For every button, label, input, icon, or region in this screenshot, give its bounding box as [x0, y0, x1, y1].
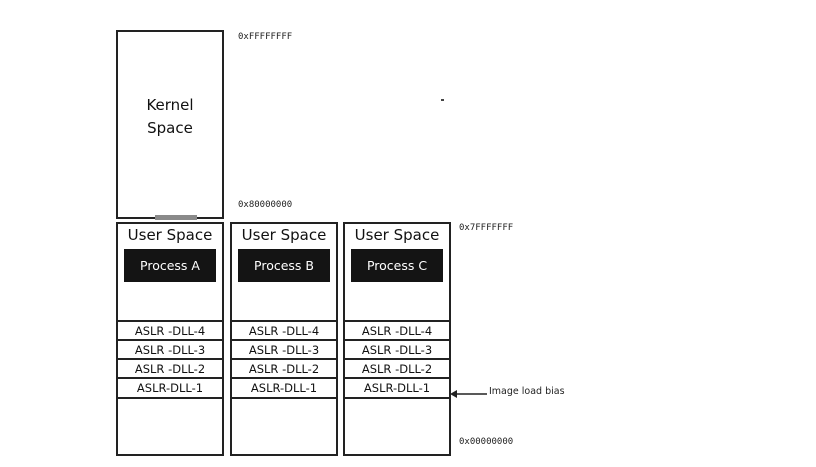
image-load-bias-label: Image load bias	[489, 386, 565, 397]
dll-row: ASLR -DLL-4	[232, 320, 336, 340]
dll-row: ASLR -DLL-4	[118, 320, 222, 340]
user-space-title: User Space	[354, 226, 440, 244]
kernel-space-label: Kernel Space	[146, 96, 194, 137]
left-arrow-icon	[450, 390, 487, 398]
kernel-space-box: Kernel Space	[116, 30, 224, 219]
dll-row: ASLR-DLL-1	[232, 377, 336, 399]
stray-mark	[441, 99, 444, 101]
process-label: Process B	[238, 249, 330, 282]
dll-row: ASLR -DLL-2	[232, 358, 336, 378]
kernel-user-boundary	[155, 215, 197, 220]
dll-row: ASLR -DLL-2	[345, 358, 449, 378]
address-bottom: 0x00000000	[459, 437, 514, 447]
dll-row: ASLR -DLL-3	[345, 339, 449, 359]
dll-row: ASLR -DLL-3	[118, 339, 222, 359]
user-space-process-a: User Space Process A ASLR -DLL-4 ASLR -D…	[116, 222, 224, 456]
address-kernel-base: 0x80000000	[238, 200, 293, 210]
dll-row: ASLR -DLL-4	[345, 320, 449, 340]
user-space-title: User Space	[127, 226, 213, 244]
process-label: Process C	[351, 249, 443, 282]
address-top: 0xFFFFFFFF	[238, 32, 293, 42]
dll-row: ASLR -DLL-3	[232, 339, 336, 359]
process-label: Process A	[124, 249, 216, 282]
user-space-title: User Space	[241, 226, 327, 244]
dll-row: ASLR-DLL-1	[118, 377, 222, 399]
user-space-process-b: User Space Process B ASLR -DLL-4 ASLR -D…	[230, 222, 338, 456]
dll-row: ASLR -DLL-2	[118, 358, 222, 378]
address-user-top: 0x7FFFFFFF	[459, 223, 514, 233]
dll-row: ASLR-DLL-1	[345, 377, 449, 399]
user-space-process-c: User Space Process C ASLR -DLL-4 ASLR -D…	[343, 222, 451, 456]
